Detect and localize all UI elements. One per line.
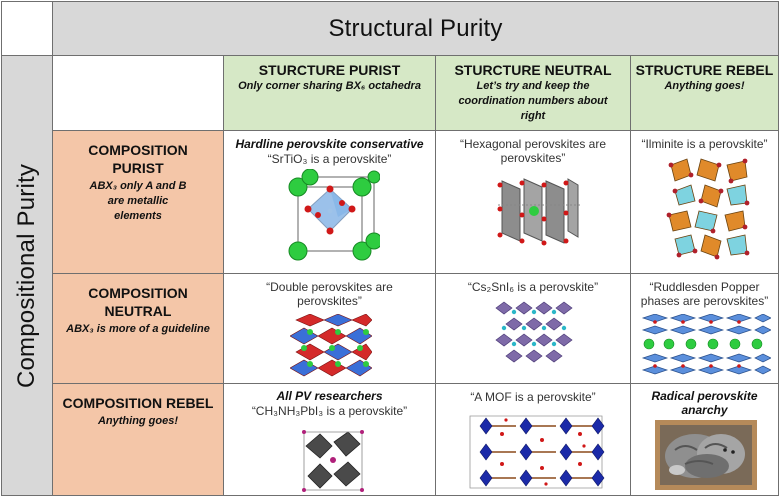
double-perovskite-image (290, 314, 372, 377)
cell-quote-srtio3: “SrTiO₃ is a perovskite” (267, 152, 392, 166)
col-header-structure-purist: STURCTURE PURIST Only corner sharing BX₆… (223, 55, 436, 131)
srtio3-structure-image (288, 169, 380, 261)
col-sub-structure-purist: Only corner sharing BX₆ octahedra (238, 80, 421, 92)
cs2sni6-structure-image (495, 301, 573, 363)
row-header-composition-purist: COMPOSITION PURIST ABX₃ only A and B are… (52, 130, 224, 274)
cell-quote-double-perovskites: “Double perovskites are perovskites” (266, 280, 393, 308)
col-title-structure-neutral: STURCTURE NEUTRAL (454, 62, 612, 78)
ilmenite-structure-image (666, 158, 750, 260)
structural-purity-text: Structural Purity (328, 14, 503, 42)
cell-quote-mof: “A MOF is a perovskite” (470, 390, 596, 404)
cell-rebel-neutral: “A MOF is a perovskite” (435, 383, 631, 496)
structural-purity-title: Structural Purity (52, 1, 779, 56)
corner-blank (1, 1, 53, 56)
mof-structure-image (469, 415, 605, 489)
compositional-purity-text: Compositional Purity (13, 163, 40, 388)
cell-quote-mapbi3: “CH₃NH₃PbI₃ is a perovskite” (251, 404, 408, 418)
row-sub-composition-purist: ABX₃ only A and B are metallic elements (89, 180, 187, 222)
cell-rebel-purist: All PV researchers “CH₃NH₃PbI₃ is a pero… (223, 383, 436, 496)
row-sub-composition-rebel: Anything goes! (97, 415, 179, 427)
cell-quote-hexagonal: “Hexagonal perovskites are perovskites” (459, 137, 607, 165)
row-title-composition-rebel: COMPOSITION REBEL (62, 395, 214, 411)
cell-neutral-rebel: “Ruddlesden Popper phases are perovskite… (630, 273, 779, 384)
row-sub-composition-neutral: ABX₃ is more of a guideline (66, 323, 210, 335)
hexagonal-perovskite-image (497, 178, 580, 246)
row-title-composition-purist: COMPOSITION PURIST (88, 142, 188, 176)
cell-quote-ruddlesden-popper: “Ruddlesden Popper phases are perovskite… (640, 280, 769, 308)
cell-quote-ilmenite: “Ilminite is a perovskite” (641, 137, 768, 151)
col-sub-structure-rebel: Anything goes! (664, 80, 745, 92)
row-header-composition-neutral: COMPOSITION NEUTRAL ABX₃ is more of a gu… (52, 273, 224, 384)
col-title-structure-purist: STURCTURE PURIST (258, 62, 401, 78)
cell-label-pv-researchers: All PV researchers (276, 389, 383, 403)
col-header-structure-rebel: STRUCTURE REBEL Anything goes! (630, 55, 779, 131)
header-blank (52, 55, 224, 131)
compositional-purity-title: Compositional Purity (1, 55, 53, 496)
cell-label-hardline: Hardline perovskite conservative (235, 137, 424, 151)
cell-neutral-purist: “Double perovskites are perovskites” (223, 273, 436, 384)
mapbi3-structure-image (302, 430, 364, 492)
col-title-structure-rebel: STRUCTURE REBEL (635, 62, 774, 78)
cell-purist-purist: Hardline perovskite conservative “SrTiO₃… (223, 130, 436, 274)
row-title-composition-neutral: COMPOSITION NEUTRAL (88, 285, 188, 319)
col-header-structure-neutral: STURCTURE NEUTRAL Let’s try and keep the… (435, 55, 631, 131)
col-sub-structure-neutral: Let’s try and keep the coordination numb… (458, 80, 608, 122)
cell-purist-rebel: “Ilminite is a perovskite” (630, 130, 779, 274)
cell-rebel-rebel: Radical perovskite anarchy (630, 383, 779, 496)
cell-purist-neutral: “Hexagonal perovskites are perovskites” (435, 130, 631, 274)
cell-neutral-neutral: “Cs₂SnI₆ is a perovskite” (435, 273, 631, 384)
ruddlesden-popper-image (641, 314, 771, 375)
row-header-composition-rebel: COMPOSITION REBEL Anything goes! (52, 383, 224, 496)
cell-quote-cs2sni6: “Cs₂SnI₆ is a perovskite” (467, 280, 599, 294)
cat-photo-image (655, 420, 757, 490)
cell-label-radical-anarchy: Radical perovskite anarchy (651, 389, 758, 417)
